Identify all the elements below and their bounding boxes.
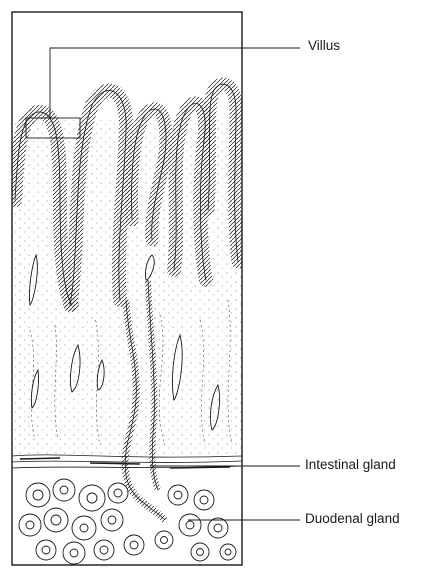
duodenal-gland-label: Duodenal gland [305, 511, 400, 526]
intestinal-gland-label: Intestinal gland [305, 457, 396, 472]
villus-label: Villus [308, 38, 340, 53]
